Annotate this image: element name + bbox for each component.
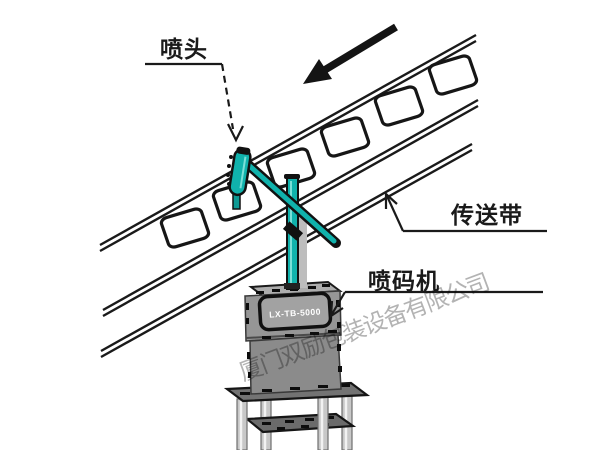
leader-line [220, 63, 235, 130]
printer-stand [223, 381, 371, 450]
inkjet-printer-label: 喷码机 [368, 268, 440, 294]
machine-control-panel: LX-TB-5000 [257, 291, 333, 332]
callout-conveyor-belt: 传送带 [384, 191, 547, 233]
spray-head-label: 喷头 [160, 36, 208, 62]
belt-far-edge-line [99, 39, 477, 253]
callout-inkjet-printer: 喷码机 [329, 268, 543, 319]
direction-arrow-icon [303, 23, 398, 84]
belt-item [428, 55, 478, 96]
machine-model-text: LX-TB-5000 [269, 306, 321, 319]
spray-head [226, 146, 252, 210]
callout-spray-head: 喷头 [145, 36, 244, 143]
conveyor-belt [99, 33, 478, 359]
belt-far-edge-line [99, 33, 477, 247]
stand-leg [236, 395, 329, 450]
belt-item [374, 86, 424, 127]
belt-item [160, 208, 210, 249]
belt-items [160, 55, 478, 249]
leader-arrowhead [227, 123, 244, 143]
leader-arrowhead [384, 191, 398, 209]
print-head-assembly [226, 146, 341, 290]
head-support-arm [238, 155, 341, 248]
conveyor-belt-label: 传送带 [450, 202, 523, 228]
belt-item [320, 117, 370, 158]
pole-shadow [299, 212, 307, 288]
leader-arrowhead [329, 300, 344, 319]
arm-clamp [282, 221, 304, 241]
leader-line [385, 195, 405, 232]
leader-line [331, 291, 346, 315]
